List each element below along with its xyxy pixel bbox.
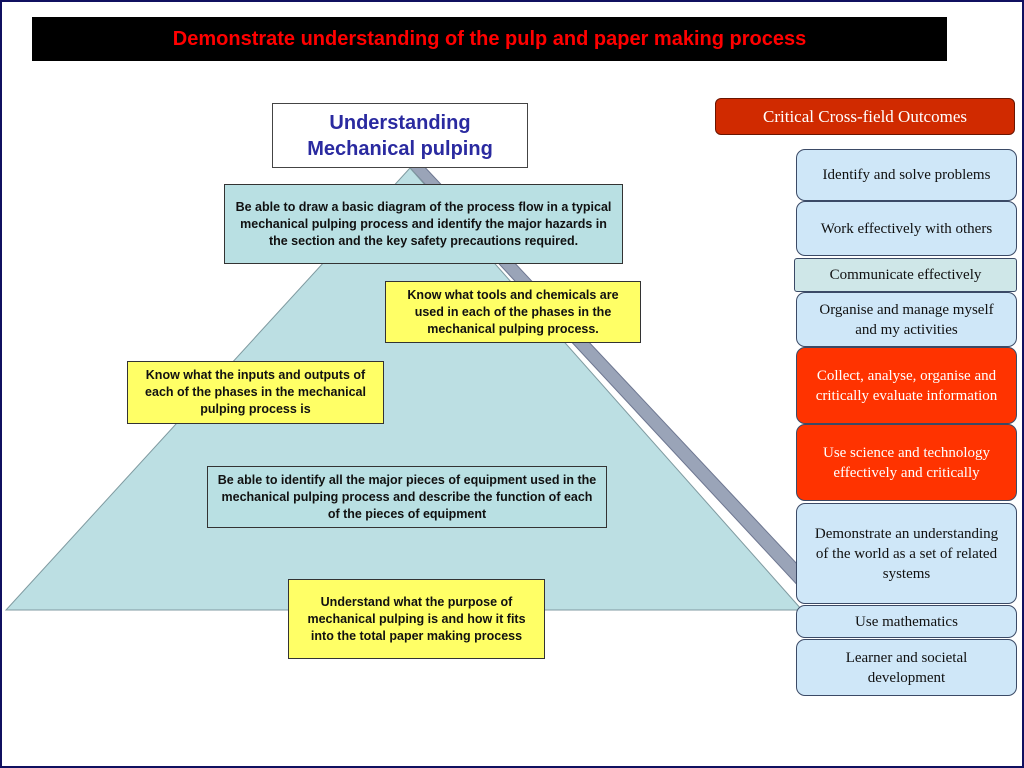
outcome-organise-manage: Organise and manage myself and my activi… <box>796 292 1017 347</box>
heading-line-1: Understanding <box>329 111 471 134</box>
outcome-work-with-others: Work effectively with others <box>796 201 1017 256</box>
outcome-related-systems: Demonstrate an understanding of the worl… <box>796 503 1017 604</box>
note-process-diagram: Be able to draw a basic diagram of the p… <box>224 184 623 264</box>
outcome-science-technology: Use science and technology effectively a… <box>796 424 1017 501</box>
note-equipment: Be able to identify all the major pieces… <box>207 466 607 528</box>
outcome-communicate: Communicate effectively <box>794 258 1017 292</box>
ccfo-header: Critical Cross-field Outcomes <box>715 98 1015 135</box>
outcome-learner-development: Learner and societal development <box>796 639 1017 696</box>
outcome-mathematics: Use mathematics <box>796 605 1017 638</box>
slide-title: Demonstrate understanding of the pulp an… <box>32 17 947 61</box>
note-inputs-outputs: Know what the inputs and outputs of each… <box>127 361 384 424</box>
pyramid-heading: Understanding Mechanical pulping <box>272 103 528 168</box>
outcome-collect-analyse: Collect, analyse, organise and criticall… <box>796 347 1017 424</box>
note-purpose: Understand what the purpose of mechanica… <box>288 579 545 659</box>
note-tools-chemicals: Know what tools and chemicals are used i… <box>385 281 641 343</box>
heading-line-2: Mechanical pulping <box>307 137 493 160</box>
outcome-identify-solve: Identify and solve problems <box>796 149 1017 201</box>
